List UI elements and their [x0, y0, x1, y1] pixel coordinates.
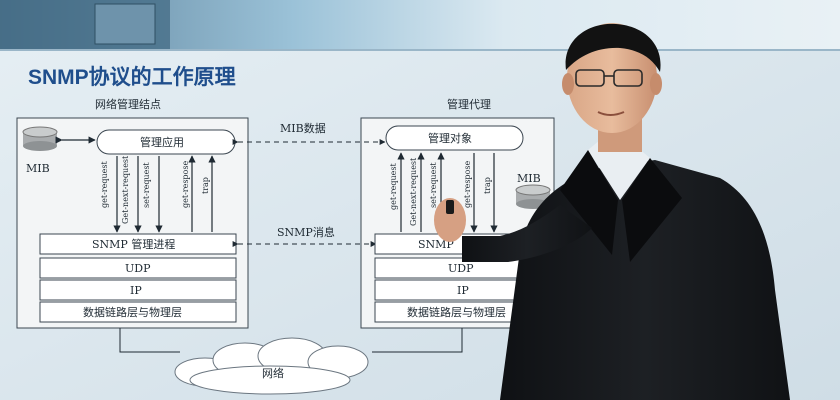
banner-photo-frame — [94, 3, 156, 45]
left-protocol-stack — [39, 233, 237, 323]
left-op-get: get-request — [100, 161, 109, 208]
presenter-hand — [434, 198, 466, 242]
presenter-hair — [565, 23, 661, 72]
presenter — [434, 23, 790, 400]
left-layer-snmp: SNMP 管理进程 — [92, 237, 175, 251]
right-layer-ip: IP — [457, 284, 469, 297]
left-mib-cylinder — [22, 126, 58, 151]
network-cloud — [174, 337, 369, 395]
right-op-trap: trap — [483, 177, 492, 194]
right-layer-link: 数据链路层与物理层 — [407, 305, 506, 319]
snmp-msg-label: SNMP消息 — [277, 225, 335, 239]
glasses-icon — [575, 69, 643, 87]
left-layer-udp: UDP — [125, 262, 151, 275]
left-app-label: 管理应用 — [140, 135, 184, 149]
right-app-label: 管理对象 — [428, 131, 472, 145]
presenter-right-ear — [650, 73, 662, 95]
right-op-arrows — [397, 152, 498, 233]
network-label: 网络 — [262, 366, 284, 380]
slide-title: SNMP协议的工作原理 — [28, 65, 236, 89]
left-op-arrows — [113, 155, 216, 233]
right-mib-cylinder — [515, 184, 551, 209]
presenter-mouth — [597, 111, 625, 116]
right-op-response: get-respose — [463, 161, 472, 208]
left-op-set: set-request — [142, 162, 151, 208]
left-mib-label: MIB — [26, 162, 50, 175]
left-layer-link: 数据链路层与物理层 — [83, 305, 182, 319]
presenter-left-lapel — [560, 150, 618, 255]
right-app-capsule — [385, 125, 524, 151]
left-op-response: get-respose — [181, 161, 190, 208]
presenter-right-lapel — [622, 158, 682, 262]
right-mib-label: MIB — [517, 172, 541, 185]
mib-data-label: MIB数据 — [280, 121, 326, 135]
right-op-get: get-request — [389, 163, 398, 210]
right-network-link — [372, 328, 463, 353]
right-op-set: set-request — [429, 162, 438, 208]
right-layer-udp: UDP — [448, 262, 474, 275]
right-layer-snmp: SNMP — [418, 238, 454, 251]
remote-icon — [446, 200, 454, 214]
left-network-link — [119, 328, 180, 353]
right-op-getnext: Get-next-request — [409, 157, 418, 226]
left-node-label: 网络管理结点 — [95, 97, 161, 111]
left-op-getnext: Get-next-request — [121, 155, 130, 224]
presenter-arm — [462, 205, 592, 262]
left-layer-ip: IP — [130, 284, 142, 297]
right-node-label: 管理代理 — [447, 97, 491, 111]
left-op-trap: trap — [201, 177, 210, 194]
presenter-shirt — [588, 140, 650, 200]
presenter-left-ear — [562, 73, 574, 95]
